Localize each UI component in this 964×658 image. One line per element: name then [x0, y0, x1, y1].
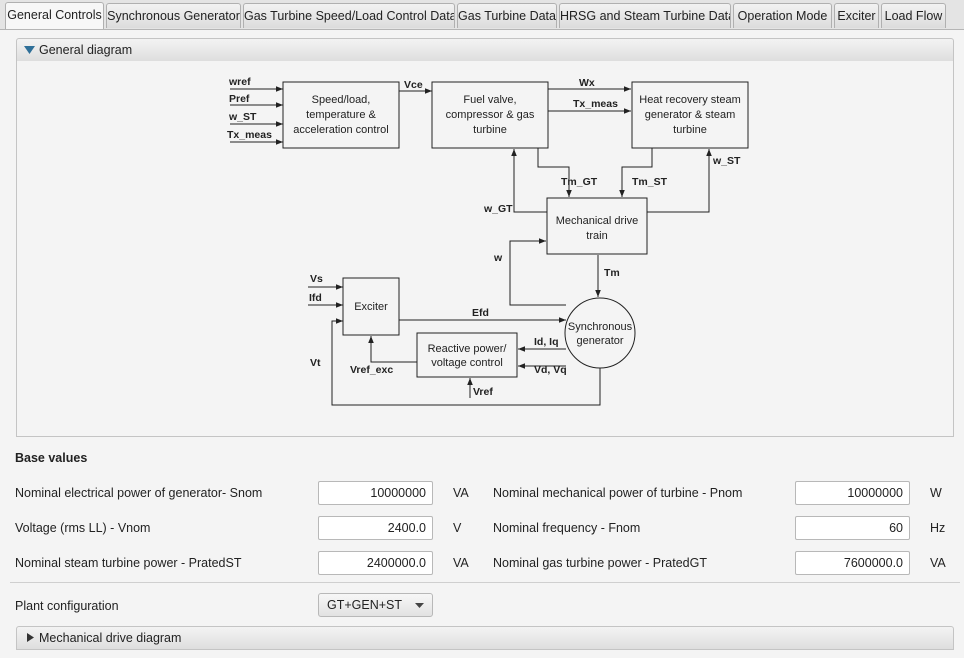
fnom-unit: Hz	[930, 521, 946, 535]
tab-load-flow[interactable]: Load Flow	[881, 3, 946, 28]
signal-w-st-out: w_ST	[712, 155, 741, 167]
hrsg-block-line2: generator & steam	[645, 109, 736, 121]
fuel-block-line1: Fuel valve,	[463, 94, 516, 106]
hrsg-block-line1: Heat recovery steam	[639, 94, 740, 106]
fnom-label: Nominal frequency - Fnom	[493, 521, 641, 535]
tab-general-controls[interactable]: General Controls	[5, 2, 104, 29]
fnom-input[interactable]	[795, 516, 910, 540]
reactive-block-line2: voltage control	[431, 357, 503, 369]
expand-triangle-icon	[27, 633, 34, 642]
plant-config-label: Plant configuration	[15, 599, 119, 613]
hrsg-block-line3: turbine	[673, 124, 707, 136]
tab-synchronous-generator[interactable]: Synchronous Generator	[106, 3, 241, 28]
signal-w: w	[493, 252, 503, 264]
signal-id-iq: Id, Iq	[534, 336, 559, 348]
signal-vd-vq: Vd, Vq	[534, 364, 567, 376]
sync-gen-line1: Synchronous	[568, 321, 633, 333]
prated-st-input[interactable]	[318, 551, 433, 575]
snom-input[interactable]	[318, 481, 433, 505]
fuel-block-line2: compressor & gas	[446, 109, 535, 121]
signal-vs: Vs	[310, 273, 323, 285]
plant-config-value: GT+GEN+ST	[327, 598, 403, 612]
tab-bar: General Controls Synchronous Generator G…	[0, 0, 964, 30]
snom-unit: VA	[453, 486, 469, 500]
vnom-unit: V	[453, 521, 462, 535]
tab-hrsg-steam-turbine[interactable]: HRSG and Steam Turbine Data	[559, 3, 731, 28]
speed-block-line3: acceleration control	[293, 124, 388, 136]
signal-tx-meas-out: Tx_meas	[573, 98, 618, 110]
signal-vref: Vref	[473, 386, 493, 398]
signal-efd: Efd	[472, 307, 489, 319]
signal-pref: Pref	[229, 93, 250, 105]
plant-config-select[interactable]: GT+GEN+ST	[318, 593, 433, 617]
signal-wref: wref	[228, 76, 251, 88]
base-values-title: Base values	[15, 451, 88, 465]
tab-operation-mode[interactable]: Operation Mode	[733, 3, 832, 28]
signal-tm-st: Tm_ST	[632, 176, 668, 188]
tab-exciter[interactable]: Exciter	[834, 3, 879, 28]
prated-gt-unit: VA	[930, 556, 946, 570]
pnom-unit: W	[930, 486, 942, 500]
snom-label: Nominal electrical power of generator- S…	[15, 486, 263, 500]
collapse-triangle-icon	[24, 46, 35, 54]
signal-wx: Wx	[579, 77, 595, 89]
prated-st-label: Nominal steam turbine power - PratedST	[15, 556, 242, 570]
pnom-input[interactable]	[795, 481, 910, 505]
signal-vt: Vt	[310, 357, 321, 369]
section-divider	[10, 582, 960, 583]
chevron-down-icon	[415, 603, 424, 608]
prated-st-unit: VA	[453, 556, 469, 570]
general-diagram-title: General diagram	[39, 43, 133, 57]
mech-diagram-header[interactable]: Mechanical drive diagram	[16, 626, 954, 650]
tab-gas-turbine-speed-load-control[interactable]: Gas Turbine Speed/Load Control Data	[243, 3, 455, 28]
mech-diagram-title: Mechanical drive diagram	[39, 631, 182, 645]
prated-gt-label: Nominal gas turbine power - PratedGT	[493, 556, 707, 570]
signal-tm-gt: Tm_GT	[561, 176, 598, 188]
speed-block-line1: Speed/load,	[312, 94, 371, 106]
fuel-block-line3: turbine	[473, 124, 507, 136]
vnom-label: Voltage (rms LL) - Vnom	[15, 521, 151, 535]
mech-block-line2: train	[586, 230, 607, 242]
signal-tm: Tm	[604, 267, 620, 279]
signal-w-st-in: w_ST	[228, 111, 257, 123]
signal-vce: Vce	[404, 79, 423, 91]
mech-block-line1: Mechanical drive	[556, 215, 639, 227]
sync-gen-line2: generator	[576, 335, 623, 347]
signal-w-gt: w_GT	[483, 203, 513, 215]
reactive-block-line1: Reactive power/	[428, 343, 508, 355]
vnom-input[interactable]	[318, 516, 433, 540]
signal-tx-meas-in: Tx_meas	[227, 129, 272, 141]
exciter-block-label: Exciter	[354, 301, 388, 313]
pnom-label: Nominal mechanical power of turbine - Pn…	[493, 486, 743, 500]
speed-block-line2: temperature &	[306, 109, 376, 121]
tab-gas-turbine-data[interactable]: Gas Turbine Data	[457, 3, 557, 28]
general-diagram-panel	[16, 61, 954, 437]
signal-vref-exc: Vref_exc	[350, 364, 393, 376]
signal-ifd: Ifd	[309, 292, 322, 304]
prated-gt-input[interactable]	[795, 551, 910, 575]
